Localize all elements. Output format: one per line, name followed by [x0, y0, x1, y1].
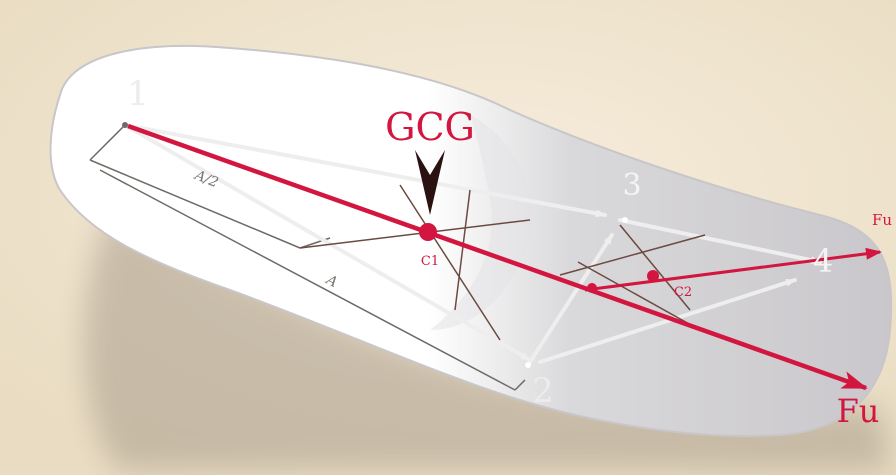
- insole-shading: [430, 115, 533, 330]
- bisector-lines: [299, 184, 706, 341]
- insole-shape: [49, 44, 893, 437]
- gcg-arrow-icon: [415, 150, 445, 215]
- center-c1-marker: [419, 223, 437, 241]
- force-line-secondary: [584, 247, 882, 292]
- construction-arrows: [123, 123, 822, 367]
- point-2-marker: [525, 362, 531, 368]
- force-label-main: Fu: [837, 392, 880, 430]
- center-c1-label: C1: [421, 254, 439, 269]
- point-1-label: 1: [127, 74, 149, 114]
- point-2-label: 2: [532, 371, 554, 411]
- point-3-marker: [622, 217, 628, 223]
- center-c2-marker: [647, 270, 659, 282]
- insole-shadow: [84, 215, 891, 470]
- force-origin-marker: [587, 283, 597, 293]
- force-line-main: [127, 123, 868, 391]
- point-1-marker: [122, 122, 128, 128]
- point-4-label: 4: [813, 242, 833, 280]
- force-label-secondary: Fu: [872, 211, 892, 229]
- gcg-label: GCG: [385, 105, 475, 149]
- center-c2-label: C2: [674, 285, 692, 300]
- point-3-label: 3: [622, 168, 641, 203]
